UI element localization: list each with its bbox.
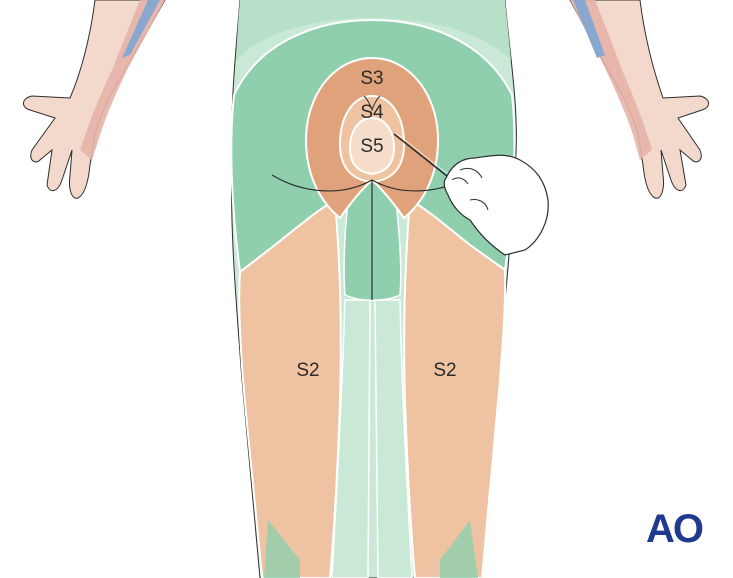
label-s3: S3	[360, 68, 383, 89]
label-s2-right: S2	[433, 360, 456, 381]
left-arm	[23, 0, 165, 198]
ao-logo: AO	[646, 507, 703, 551]
label-s4: S4	[360, 102, 384, 123]
right-arm	[570, 0, 709, 198]
label-s2-left: S2	[296, 360, 319, 381]
label-s5: S5	[360, 136, 383, 157]
